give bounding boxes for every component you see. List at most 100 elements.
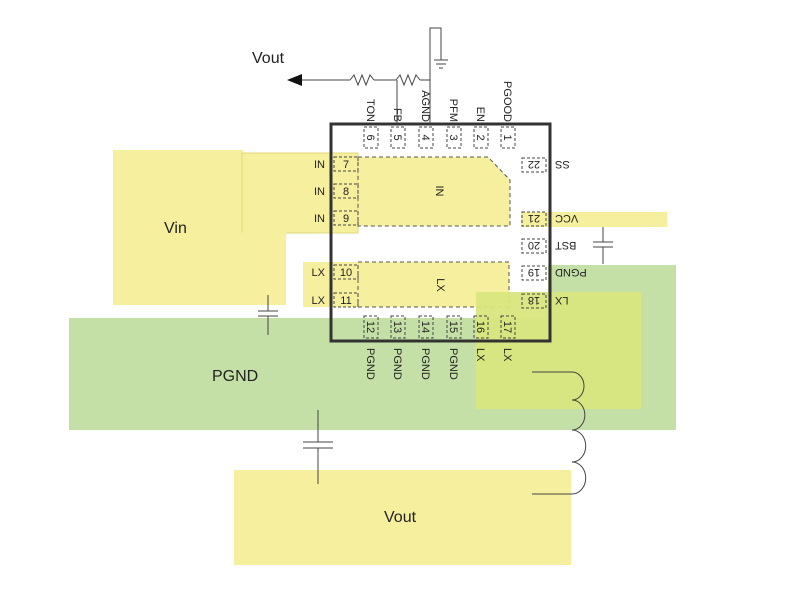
feedback-network xyxy=(300,27,448,124)
pin-13: 13 xyxy=(390,315,406,339)
pin-7: 7 xyxy=(333,156,359,172)
vin-plane xyxy=(113,150,243,305)
pin-label-lx: LX xyxy=(554,294,568,306)
pin-6: 6 xyxy=(363,126,379,149)
pin-number: 6 xyxy=(364,134,376,140)
vout-top-label: Vout xyxy=(252,50,285,67)
pin-number: 11 xyxy=(340,295,351,307)
lx-output-copper xyxy=(476,292,641,409)
pin-number: 5 xyxy=(391,134,403,140)
pin-10: 10 xyxy=(333,264,359,280)
output-capacitor xyxy=(303,410,333,484)
pin-pad xyxy=(390,315,406,339)
pin-pad xyxy=(333,210,359,226)
pin-11: 11 xyxy=(333,292,359,308)
pin-pad xyxy=(333,183,359,199)
pin-label-pgnd: PGND xyxy=(391,348,403,380)
pin-3: 3 xyxy=(446,126,462,149)
vout-bottom-label: Vout xyxy=(384,509,417,526)
pin-pad xyxy=(521,265,547,281)
pin-label-in: IN xyxy=(314,213,325,225)
lx-pad-label: LX xyxy=(434,278,446,292)
pin-label-lx: LX xyxy=(474,348,486,362)
pin-9: 9 xyxy=(333,210,359,226)
output-inductor xyxy=(532,371,587,495)
pin-17: 17 xyxy=(500,315,516,339)
pin-number: 1 xyxy=(501,134,513,140)
pin-label-in: IN xyxy=(314,186,325,198)
pin-18: 18 xyxy=(521,293,547,309)
pin-label-pfm: PFM xyxy=(447,99,459,122)
pin-pad xyxy=(521,157,547,173)
pin-label-lx: LX xyxy=(312,267,326,279)
pin-pad xyxy=(418,126,434,149)
pin-4: 4 xyxy=(418,126,434,149)
pin-number: 17 xyxy=(501,321,513,333)
pin-number: 18 xyxy=(528,294,540,306)
pin-number: 3 xyxy=(447,134,459,140)
pin-number: 21 xyxy=(528,212,540,224)
pin-number: 22 xyxy=(528,158,540,170)
pin-number: 8 xyxy=(343,186,349,198)
pin-pad xyxy=(333,292,359,308)
pin-number: 2 xyxy=(474,134,486,140)
pin-pad xyxy=(333,264,359,280)
pin-label-ton: TON xyxy=(364,99,376,122)
pin-8: 8 xyxy=(333,183,359,199)
pin-number: 7 xyxy=(343,159,349,171)
pin-19: 19 xyxy=(521,265,547,281)
pin-pad xyxy=(521,238,547,254)
pin-label-agnd: AGND xyxy=(419,90,431,122)
pin-14: 14 xyxy=(418,315,434,339)
vin-plane-tail xyxy=(242,232,286,305)
pin-number: 4 xyxy=(419,134,431,140)
vout-plane xyxy=(234,470,571,565)
pin-2: 2 xyxy=(473,126,489,149)
pin-5: 5 xyxy=(390,126,406,149)
vin-label: Vin xyxy=(164,220,187,237)
pin-pad xyxy=(418,315,434,339)
pin-pad xyxy=(473,126,489,149)
resistor-top-2 xyxy=(395,73,421,87)
input-capacitor xyxy=(258,295,278,335)
vin-plane-connector xyxy=(241,152,359,234)
pin-label-lx: LX xyxy=(501,348,513,362)
pin-label-lx: LX xyxy=(312,295,326,307)
ic-package-outline xyxy=(329,122,552,343)
pin-pad xyxy=(473,315,489,339)
pin-pad xyxy=(500,315,516,339)
pin-number: 15 xyxy=(447,321,459,333)
pin-20: 20 xyxy=(521,238,547,254)
pin-number: 13 xyxy=(391,321,403,333)
pin-label-vcc: VCC xyxy=(555,212,578,224)
pin-pad xyxy=(390,126,406,149)
pin-label-pgnd: PGND xyxy=(555,266,587,278)
pin-pad xyxy=(363,315,379,339)
pin-16: 16 xyxy=(473,315,489,339)
pin-number: 20 xyxy=(528,239,540,251)
pin-label-pgnd: PGND xyxy=(419,348,431,380)
pin-pad xyxy=(500,126,516,149)
pin-label-pgnd: PGND xyxy=(447,348,459,380)
pin-15: 15 xyxy=(446,315,462,339)
pin-22: 22 xyxy=(521,157,547,173)
pin-label-en: EN xyxy=(474,107,486,122)
pin-12: 12 xyxy=(363,315,379,339)
vcc-trace xyxy=(521,212,667,227)
bootstrap-capacitor xyxy=(593,227,613,264)
pin-label-pgnd: PGND xyxy=(364,348,376,380)
pin-number: 12 xyxy=(364,321,376,333)
in-pad-label: IN xyxy=(433,186,445,197)
pin-pad xyxy=(446,126,462,149)
pin-pad xyxy=(521,211,547,227)
pin-number: 9 xyxy=(343,213,349,225)
pin-pad xyxy=(521,293,547,309)
vout-arrow-icon xyxy=(287,74,302,86)
pin-number: 14 xyxy=(419,321,431,333)
